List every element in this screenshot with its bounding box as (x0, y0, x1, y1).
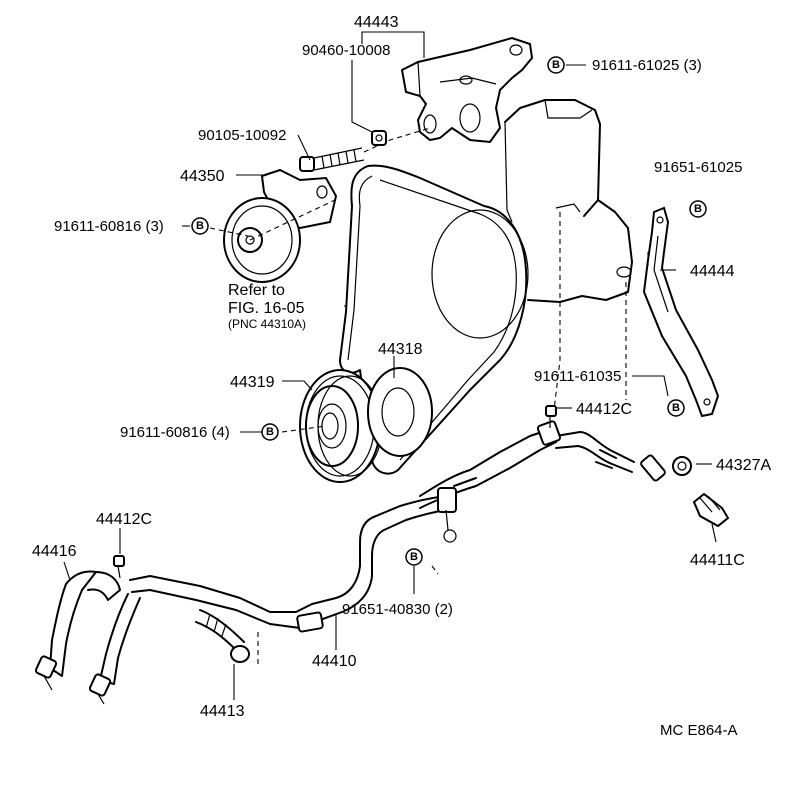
hose-44416 (34, 570, 121, 691)
label-91651-61025: 91651-61025 (654, 159, 742, 176)
clamp-44412c-upper (545, 405, 557, 428)
bracket-44444 (642, 206, 720, 418)
pulley-spacer-44318 (367, 367, 433, 457)
union-bolt-44411c (692, 492, 730, 528)
part-labels: 44443 90460-10008 91611-61025 (3) 90105-… (32, 14, 771, 739)
bolt-90105-10092 (299, 127, 431, 172)
bracket-44443 (400, 36, 534, 144)
label-44411c: 44411C (690, 552, 745, 569)
refer-to-line1: Refer to (228, 282, 285, 299)
label-44319: 44319 (230, 374, 275, 391)
leader-lines (63, 31, 717, 700)
clamp-44412c-left (113, 555, 125, 579)
refer-to-line3: (PNC 44310A) (228, 317, 306, 331)
label-44413: 44413 (200, 703, 245, 720)
label-44444: 44444 (690, 263, 735, 280)
label-91611-60816-4: 91611-60816 (4) (120, 424, 230, 441)
diagram-id: MC E864-A (660, 722, 738, 739)
label-44410: 44410 (312, 653, 357, 670)
bolt-marker-label: B (552, 59, 560, 71)
dashed-guides (209, 212, 649, 668)
hose-44413 (88, 593, 250, 705)
bolt-marker-label: B (694, 203, 702, 215)
bolt-marker-5: B (261, 423, 279, 441)
refer-to-line2: FIG. 16-05 (228, 300, 305, 317)
bolt-marker-3: B (689, 200, 707, 218)
bolt-marker-2: B (191, 217, 209, 235)
label-91611-61035: 91611-61035 (534, 368, 621, 385)
bolt-marker-4: B (667, 399, 685, 417)
nut-90460-10008 (371, 130, 387, 146)
label-44412c-upper: 44412C (576, 401, 632, 418)
bolt-marker-label: B (196, 220, 204, 232)
label-44327a: 44327A (716, 457, 771, 474)
idler-pulley-44350 (223, 168, 338, 283)
bolt-marker-label: B (672, 402, 680, 414)
label-44443: 44443 (354, 14, 399, 31)
pump-pulley (431, 209, 529, 339)
drive-belt (339, 164, 528, 475)
label-91611-61025-3: 91611-61025 (3) (592, 57, 702, 74)
label-44416: 44416 (32, 543, 77, 560)
label-90105-10092: 90105-10092 (198, 127, 286, 144)
label-44350: 44350 (180, 168, 225, 185)
return-pipe (129, 477, 477, 633)
label-91611-60816-3: 91611-60816 (3) (54, 218, 164, 235)
power-steering-pump (504, 99, 633, 303)
bolt-marker-label: B (410, 551, 418, 563)
bolt-marker-6: B (405, 548, 423, 566)
label-44318: 44318 (378, 341, 423, 358)
label-91651-40830-2: 91651-40830 (2) (342, 601, 453, 618)
label-44412c-left: 44412C (96, 511, 152, 528)
label-90460-10008: 90460-10008 (302, 42, 390, 59)
bolt-marker-1: B (547, 56, 565, 74)
fitting-44327a (672, 456, 692, 476)
bolt-marker-label: B (266, 426, 274, 438)
